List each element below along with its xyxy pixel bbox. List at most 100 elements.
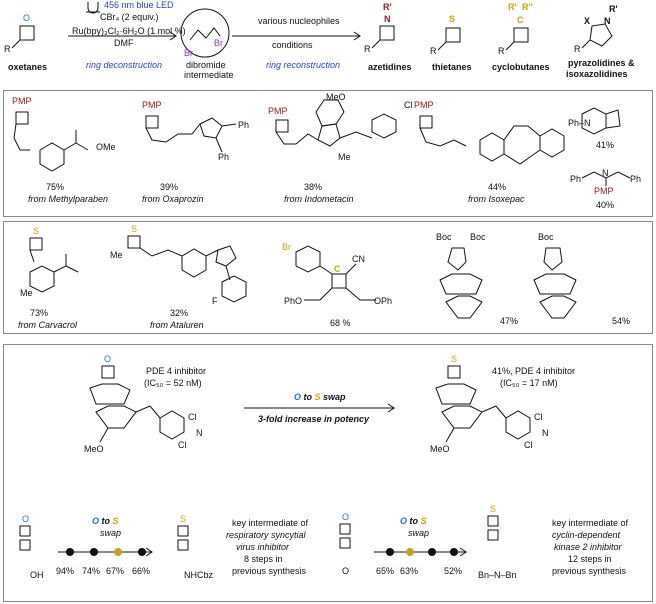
isoxazolidine-yield: 54% xyxy=(612,316,631,326)
atom-r-prime-cyclobutane: R' xyxy=(508,2,517,12)
atom-r-oxetane: R xyxy=(4,44,11,54)
atom-c-cyclobutane: C xyxy=(517,15,524,25)
route1-start-o: O xyxy=(22,514,30,524)
atom-s-thietane: S xyxy=(449,14,456,24)
atom-r-prime-azetidine: R' xyxy=(383,2,392,12)
right-pde4-meo: MeO xyxy=(430,444,450,454)
route1-step-dot xyxy=(66,548,74,556)
thietane-2-f: F xyxy=(212,296,218,306)
route2-yield-2: 63% xyxy=(400,566,419,576)
azetidine-1-source: from Methylparaben xyxy=(28,194,109,204)
atom-o-oxetane: O xyxy=(23,13,31,23)
route2-step-dot xyxy=(386,548,394,556)
panel-thietanes xyxy=(3,221,653,334)
route2-step-dot xyxy=(450,548,458,556)
route1-note-5: previous synthesis xyxy=(232,566,307,576)
reagent-solvent: DMF xyxy=(114,38,134,48)
atom-r-thietane: R xyxy=(430,46,437,56)
route1-yield-1: 94% xyxy=(56,566,75,576)
left-pde4-ic50: (IC₅₀ = 52 nM) xyxy=(144,378,202,388)
reagent-cbr4: CBr₄ (2 equiv.) xyxy=(100,12,159,22)
azetidine-2-ph1: Ph xyxy=(238,120,250,130)
azetidine-3-pmp: PMP xyxy=(268,106,288,116)
atom-r-pyrazolidine: R xyxy=(574,44,581,54)
potency-label: 3-fold increase in potency xyxy=(258,414,370,424)
swap-arrow-label: O to S swap xyxy=(294,392,346,402)
label-oxetanes: oxetanes xyxy=(8,62,48,72)
swap-rest: swap xyxy=(320,392,346,402)
thietane-1-source: from Carvacrol xyxy=(18,320,78,330)
thietane-2-yield: 32% xyxy=(170,308,189,318)
header-structures xyxy=(11,2,613,58)
route2-swap-dot xyxy=(406,548,414,556)
swap-to: to xyxy=(301,392,315,402)
route1-step-dot xyxy=(90,548,98,556)
cyclobutane-pho: PhO xyxy=(284,296,303,306)
azetidine-4-source: from Isoxepac xyxy=(468,194,525,204)
thietane-1-s: S xyxy=(33,226,40,236)
route1-swap-title: O to S xyxy=(92,516,119,526)
conditions-label: conditions xyxy=(272,40,313,50)
right-pde4-n: N xyxy=(542,428,549,438)
ring-reconstruction-label: ring reconstruction xyxy=(266,60,341,70)
cyclobutane-yield: 68 % xyxy=(330,318,351,328)
azetidine-2-yield: 39% xyxy=(160,182,179,192)
route1-swap-o: O xyxy=(92,516,100,526)
route1-note-1: key intermediate of xyxy=(232,518,309,528)
atom-n-azetidine: N xyxy=(384,14,391,24)
azetidine-5-yield: 41% xyxy=(596,140,615,150)
pyrazolidine-boc-left: Boc xyxy=(436,232,452,242)
route1-product-s: S xyxy=(180,514,187,524)
swap-s: S xyxy=(314,392,321,402)
azetidine-6-pmp: PMP xyxy=(594,186,614,196)
pyrazolidine-boc-right: Boc xyxy=(470,232,486,242)
route1-note-2: respiratory syncytial xyxy=(226,530,306,540)
route1-swap-dot xyxy=(114,548,122,556)
azetidine-3-source: from Indometacin xyxy=(284,194,354,204)
route1-start-group: OH xyxy=(30,570,44,580)
azetidine-2-pmp: PMP xyxy=(142,100,162,110)
route2-note-5: previous synthesis xyxy=(552,566,627,576)
route2-swap-o: O xyxy=(400,516,408,526)
label-pyrazolidines: pyrazolidines & xyxy=(568,58,635,68)
route2-product-s: S xyxy=(490,504,497,514)
right-pde4-title: 41%, PDE 4 inhibitor xyxy=(492,366,576,376)
route1-yield-2: 74% xyxy=(82,566,101,576)
azetidine-3-me: Me xyxy=(338,152,351,162)
atom-r-dprime-cyclobutane: R'' xyxy=(522,2,533,12)
route1-note-3: virus inhibitor xyxy=(236,542,290,552)
atom-r-cyclobutane: R xyxy=(498,46,505,56)
route2-swap-s: S xyxy=(420,516,427,526)
azetidine-3-yield: 38% xyxy=(304,182,323,192)
azetidine-3-cl: Cl xyxy=(404,100,413,110)
azetidine-2-source: from Oxaprozin xyxy=(142,194,204,204)
thietane-1-me: Me xyxy=(20,288,33,298)
ring-deconstruction-label: ring deconstruction xyxy=(86,60,163,70)
azetidine-6-n: N xyxy=(602,168,609,178)
route2-swap-title: O to S xyxy=(400,516,427,526)
intermediate-label-1: dibromide xyxy=(186,60,226,70)
route2-note-3: kinase 2 inhibitor xyxy=(554,542,622,552)
route2-note-4: 12 steps in xyxy=(568,554,612,564)
route1-swap-s: S xyxy=(112,516,119,526)
route2-product-group: Bn–N–Bn xyxy=(478,570,517,580)
label-isoxazolidines: isoxazolidines xyxy=(566,69,628,79)
route1-swap-to: to xyxy=(99,516,113,526)
pyrazolidine-yield: 47% xyxy=(500,316,519,326)
azetidine-1-ome: OMe xyxy=(96,142,116,152)
thietane-1-yield: 73% xyxy=(30,308,49,318)
cyclobutane-oph: OPh xyxy=(374,296,393,306)
route1-yield-3: 67% xyxy=(106,566,125,576)
atom-br-left: Br xyxy=(184,48,193,58)
reagent-catalyst: Ru(bpy)₃Cl₂·6H₂O (1 mol %) xyxy=(72,26,186,36)
azetidine-5-phn: Ph–N xyxy=(568,118,591,128)
route1-note-4: 8 steps in xyxy=(244,554,283,564)
label-thietanes: thietanes xyxy=(432,62,472,72)
left-pde4-title: PDE 4 inhibitor xyxy=(146,366,207,376)
thietane-2-source: from Ataluren xyxy=(150,320,204,330)
atom-r-prime-pyrazolidine: R' xyxy=(609,4,618,14)
isoxazolidine-boc: Boc xyxy=(538,232,554,242)
intermediate-label-2: intermediate xyxy=(184,70,234,80)
atom-x-pyrazolidine: X xyxy=(584,16,591,26)
atom-br-right: Br xyxy=(214,38,223,48)
